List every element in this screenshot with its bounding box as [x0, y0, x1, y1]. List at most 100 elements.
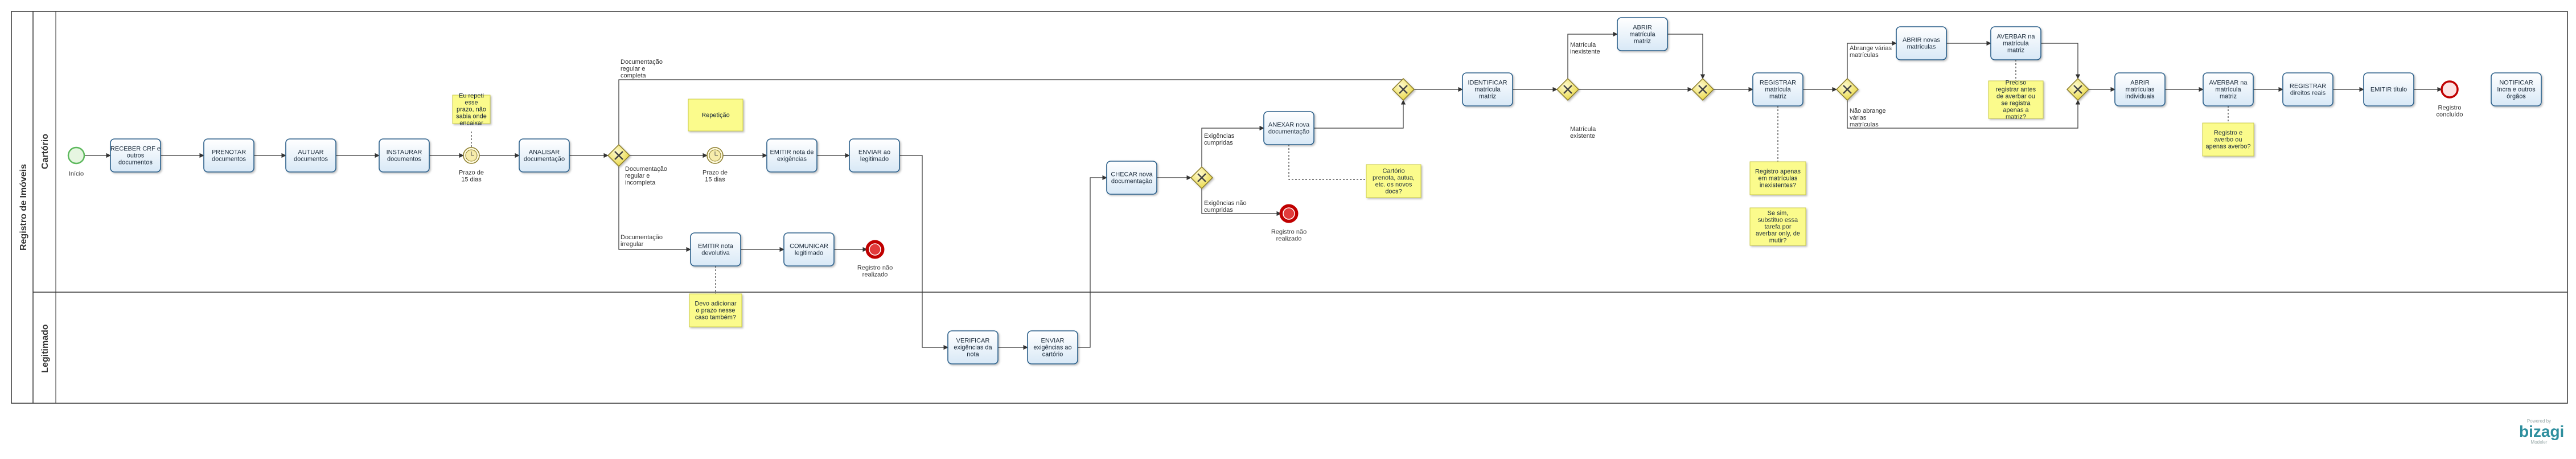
exclusive-gateway[interactable]	[1691, 77, 1715, 101]
exclusive-gateway[interactable]	[1556, 77, 1580, 101]
lane-label-cartorio: Cartório	[40, 134, 50, 169]
bizagi-logo: bizagi	[2519, 423, 2565, 440]
exclusive-gateway[interactable]	[2066, 77, 2090, 101]
bizagi-branding: Powered by bizagi Modeler	[2519, 419, 2565, 445]
task-emitir_titulo[interactable]: EMITIR título	[2363, 72, 2414, 106]
start-label: Início	[69, 171, 84, 178]
powered-by-text: Powered by	[2526, 419, 2552, 424]
exclusive-gateway[interactable]	[1835, 77, 1859, 101]
pool-label: Registro de Imóveis	[19, 164, 28, 251]
annotation-note_repet: Repetição	[688, 99, 743, 132]
lane-label-legitimado: Legitimado	[40, 324, 50, 373]
exclusive-gateway[interactable]	[1391, 77, 1415, 101]
exclusive-gateway[interactable]	[607, 144, 631, 167]
modeler-text: Modeler	[2530, 440, 2548, 445]
start-event[interactable]: Início	[67, 146, 85, 178]
exclusive-gateway[interactable]	[1190, 166, 1214, 190]
svg-text:Repetição: Repetição	[701, 112, 730, 119]
